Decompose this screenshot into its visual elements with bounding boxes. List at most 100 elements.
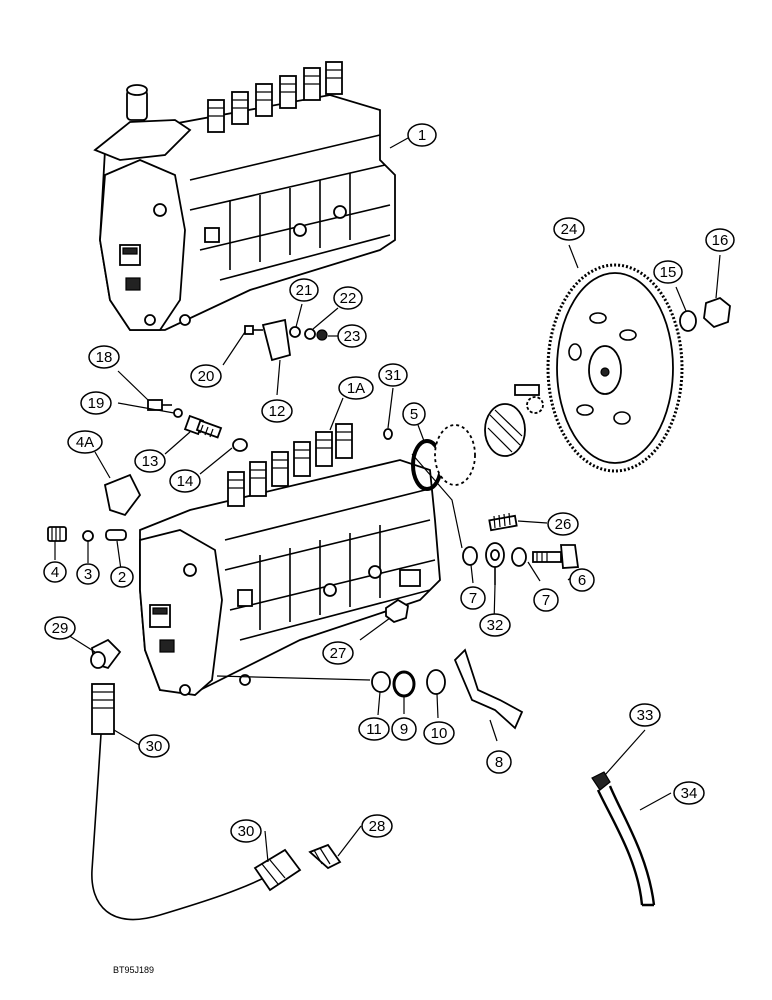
callout-18: 18: [88, 345, 120, 369]
callout-5: 5: [402, 402, 426, 426]
fittings-2-3-4: [47, 526, 127, 542]
callout-4a: 4A: [67, 430, 103, 454]
svg-text:16: 16: [712, 232, 729, 249]
callout-6: 6: [569, 568, 595, 592]
callout-1a: 1A: [338, 376, 374, 400]
pump-drive-gear: [546, 263, 684, 473]
svg-text:4A: 4A: [76, 434, 94, 451]
callout-26: 26: [547, 512, 579, 536]
callout-31: 31: [378, 363, 408, 387]
hose-34: [596, 785, 656, 907]
svg-text:19: 19: [88, 395, 105, 412]
svg-text:1A: 1A: [347, 380, 365, 397]
bushing-9: [392, 670, 416, 698]
callout-19: 19: [80, 391, 112, 415]
svg-text:7: 7: [469, 590, 477, 607]
callout-28: 28: [361, 814, 393, 838]
svg-text:24: 24: [561, 221, 578, 238]
svg-text:34: 34: [681, 785, 698, 802]
callout-13: 13: [134, 449, 166, 473]
spacer-10: [426, 669, 446, 695]
bracket-group: [244, 318, 328, 362]
callout-16: 16: [705, 228, 735, 252]
svg-text:30: 30: [238, 823, 255, 840]
elbow-fitting-28: [308, 843, 342, 870]
callout-10: 10: [423, 721, 455, 745]
callout-4: 4: [43, 561, 67, 583]
svg-text:21: 21: [296, 282, 313, 299]
svg-text:26: 26: [555, 516, 572, 533]
stud-26: [488, 512, 518, 532]
svg-text:30: 30: [146, 738, 163, 755]
elbow-fitting-29: [90, 638, 122, 670]
callout-30-upper: 30: [138, 734, 170, 758]
upper-injection-pump: [93, 61, 396, 331]
fuel-hose: [91, 733, 271, 921]
clamp-33: [591, 771, 611, 791]
svg-text:33: 33: [637, 707, 654, 724]
callout-22: 22: [333, 286, 363, 310]
svg-text:11: 11: [366, 721, 382, 738]
callout-2: 2: [110, 566, 134, 588]
svg-text:27: 27: [330, 645, 347, 662]
callout-14: 14: [169, 469, 201, 493]
hose-fitting-30-lower: [253, 848, 302, 892]
svg-text:28: 28: [369, 818, 386, 835]
svg-text:5: 5: [410, 406, 418, 423]
callout-24: 24: [553, 217, 585, 241]
svg-text:1: 1: [418, 127, 426, 144]
lever-8: [453, 648, 524, 730]
banjo-connection: [462, 542, 580, 585]
svg-text:6: 6: [578, 572, 586, 589]
callouts: 1 1A 2 3 4 4A 5 6 7 7 8 9 10 11 12 13 14…: [43, 123, 735, 843]
callout-23: 23: [337, 324, 367, 348]
nut-16: [703, 296, 731, 329]
upper-delivery-valves: [207, 61, 343, 133]
lower-injection-pump: [139, 423, 441, 696]
svg-text:23: 23: [344, 328, 361, 345]
svg-text:3: 3: [84, 566, 92, 583]
callout-8: 8: [486, 750, 512, 774]
svg-text:12: 12: [269, 403, 286, 420]
seal-11: [371, 671, 391, 693]
svg-text:4: 4: [51, 564, 59, 581]
svg-text:29: 29: [52, 620, 69, 637]
cover-plate-4a: [103, 473, 142, 517]
callout-9: 9: [391, 717, 417, 741]
svg-text:18: 18: [96, 349, 113, 366]
callout-30-lower: 30: [230, 819, 262, 843]
callout-33: 33: [629, 703, 661, 727]
banjo-bolt-group: [147, 399, 248, 452]
svg-text:22: 22: [340, 290, 357, 307]
svg-text:10: 10: [431, 725, 448, 742]
callout-29: 29: [44, 616, 76, 640]
callout-12: 12: [261, 399, 293, 423]
callout-7-left: 7: [460, 586, 486, 610]
callout-3: 3: [76, 563, 100, 585]
callout-15: 15: [653, 260, 683, 284]
callout-34: 34: [673, 781, 705, 805]
callout-20: 20: [190, 364, 222, 388]
drive-hub: [434, 384, 544, 486]
callout-27: 27: [322, 641, 354, 665]
svg-text:15: 15: [660, 264, 677, 281]
callout-11: 11: [358, 717, 390, 741]
callout-7-right: 7: [533, 588, 559, 612]
svg-text:9: 9: [400, 721, 408, 738]
svg-text:20: 20: [198, 368, 215, 385]
svg-text:32: 32: [487, 617, 504, 634]
nut-27: [385, 598, 409, 624]
svg-text:31: 31: [385, 367, 402, 384]
lower-delivery-valves: [227, 423, 353, 507]
svg-text:8: 8: [495, 754, 503, 771]
callout-21: 21: [289, 278, 319, 302]
svg-text:2: 2: [118, 569, 126, 586]
o-ring-31: [383, 428, 393, 440]
hose-fitting-30-upper: [91, 683, 115, 735]
svg-text:14: 14: [177, 473, 194, 490]
callout-32: 32: [479, 613, 511, 637]
image-code: BT95J189: [113, 965, 154, 975]
svg-text:7: 7: [542, 592, 550, 609]
washer-15: [679, 310, 697, 332]
